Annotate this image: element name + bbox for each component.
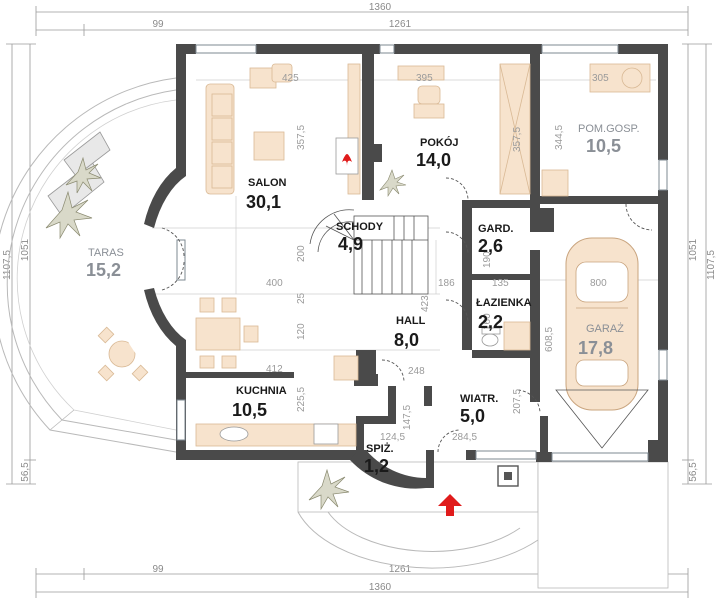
room-name-gard: GARD. [478, 223, 513, 235]
dimension-lines-right: 1051 1107,5 56,5 [682, 43, 717, 485]
furniture [195, 63, 651, 487]
dim-right-inner: 1051 [688, 238, 699, 261]
dim-hall-lower-width: 248 [408, 366, 425, 377]
plant-icon [379, 169, 407, 198]
room-area-kuchnia: 10,5 [232, 400, 267, 420]
dim-salon-depth: 357,5 [296, 125, 307, 150]
plant-icon [308, 468, 350, 511]
room-area-schody: 4,9 [338, 234, 363, 254]
dim-pomgosp-width-top: 305 [592, 73, 609, 84]
dim-gard-depth: 190 [482, 251, 493, 268]
room-area-taras: 15,2 [86, 260, 121, 280]
room-area-salon: 30,1 [246, 192, 281, 212]
doors [161, 177, 653, 453]
dim-wiatr-width: 284,5 [452, 432, 477, 443]
dim-kuchnia-width: 412 [266, 364, 283, 375]
room-labels: SALON 30,1 POKÓJ 14,0 POM.GOSP. 10,5 SCH… [86, 123, 640, 476]
dim-right-outer: 1107,5 [706, 250, 717, 280]
dim-lazienka-width: 135 [492, 278, 509, 289]
dim-lazienka-depth: 160 [482, 313, 493, 330]
dimension-lines-left: 1107,5 1051 56,5 [2, 43, 36, 485]
room-area-pokoj: 14,0 [416, 150, 451, 170]
dim-left-inner: 1051 [20, 238, 31, 261]
fireplace-icon [335, 137, 359, 175]
room-area-garaz: 17,8 [578, 338, 613, 358]
windows [176, 44, 668, 462]
room-area-gard: 2,6 [478, 236, 503, 256]
dim-left-outer: 1107,5 [2, 250, 13, 280]
room-area-lazienka: 2,2 [478, 312, 503, 332]
dim-bottom-main: 1261 [389, 564, 412, 575]
dim-garaz-depth: 608,5 [544, 327, 555, 352]
dim-kuchnia-depth: 225,5 [296, 387, 307, 412]
staircase [309, 209, 429, 295]
room-name-pom-gosp: POM.GOSP. [578, 123, 640, 135]
plant-icon [45, 156, 102, 240]
room-name-schody: SCHODY [336, 221, 384, 233]
dim-top-left: 99 [152, 19, 164, 30]
dim-schody-mid: 25 [296, 292, 307, 304]
dim-bottom-left: 99 [152, 564, 164, 575]
dim-top-main: 1261 [389, 19, 412, 30]
dim-schody-lower: 120 [296, 323, 307, 340]
dim-right-bottom: 56,5 [688, 462, 699, 482]
dim-spiz-depth: 147,5 [402, 405, 413, 430]
entrance-area [297, 461, 669, 589]
dim-left-bottom: 56,5 [20, 462, 31, 482]
dim-garaz-width: 800 [590, 278, 607, 289]
room-area-spiz: 1,2 [364, 456, 389, 476]
room-name-kuchnia: KUCHNIA [236, 385, 287, 397]
room-area-hall: 8,0 [394, 330, 419, 350]
dim-pokoj-width-top: 395 [416, 73, 433, 84]
dimension-lines-top: 1360 99 1261 [35, 2, 689, 36]
room-name-salon: SALON [248, 177, 287, 189]
room-name-pokoj: POKÓJ [420, 136, 459, 149]
dim-salon-width-top: 425 [282, 73, 299, 84]
dim-schody-depth: 200 [296, 245, 307, 262]
car-icon [565, 237, 639, 411]
room-name-spiz: SPIŻ. [366, 442, 394, 455]
room-name-lazienka: ŁAZIENKA [476, 297, 532, 309]
dim-bottom-total: 1360 [369, 582, 392, 593]
walls [144, 44, 668, 489]
dim-top-total: 1360 [369, 2, 392, 13]
interior-dimensions: 425 395 305 357,5 357,5 344,5 200 400 18… [266, 73, 609, 443]
dim-pomgosp-depth: 344,5 [554, 125, 565, 150]
room-area-pom-gosp: 10,5 [586, 136, 621, 156]
room-name-hall: HALL [396, 315, 426, 327]
room-name-wiatr: WIATR. [460, 393, 498, 405]
room-name-taras: TARAS [88, 247, 124, 259]
dim-pokoj-depth: 357,5 [512, 127, 523, 152]
room-area-wiatr: 5,0 [460, 406, 485, 426]
dim-hall-width: 186 [438, 278, 455, 289]
dim-spiz-width: 124,5 [380, 432, 405, 443]
dim-wiatr-depth: 207,5 [512, 389, 523, 414]
dim-hall-depth: 423 [420, 295, 431, 312]
entrance-arrow-icon [438, 494, 462, 516]
room-name-garaz: GARAŻ [586, 322, 624, 335]
dim-salon-width-mid: 400 [266, 278, 283, 289]
